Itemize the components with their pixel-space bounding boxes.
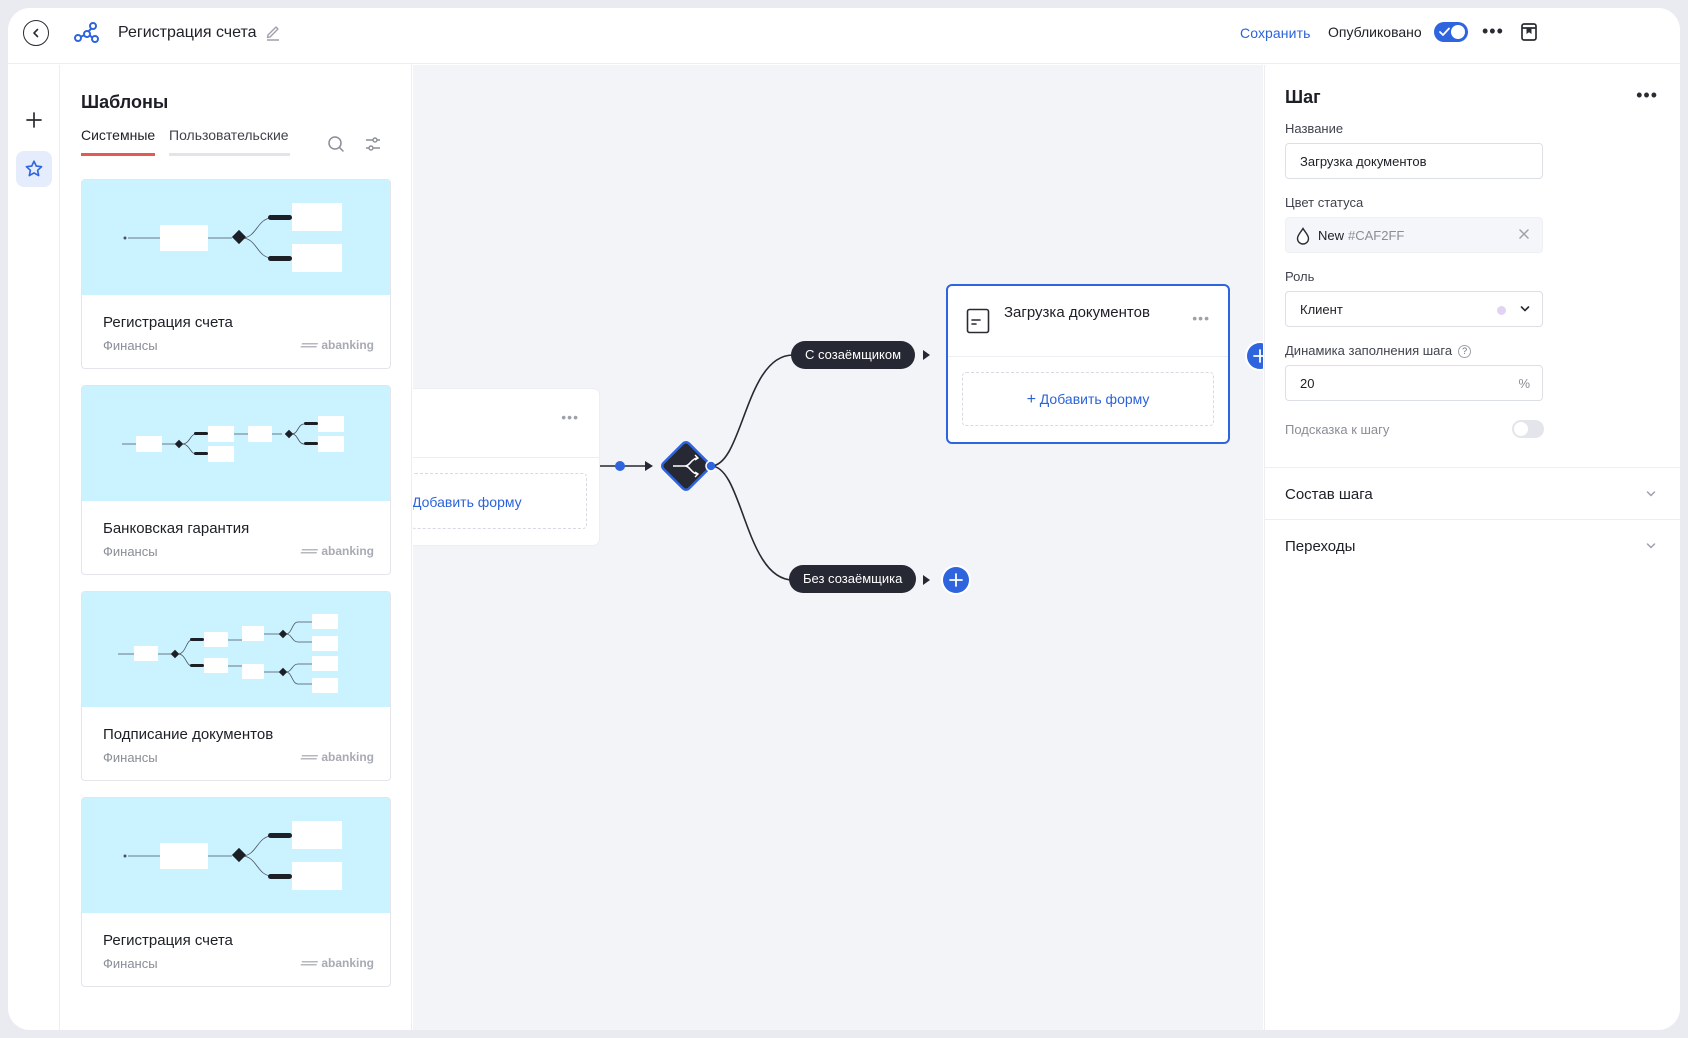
panel-title: Шаг bbox=[1285, 87, 1321, 107]
toggle-knob bbox=[1514, 422, 1528, 436]
plus-icon: + bbox=[1026, 391, 1036, 408]
template-preview bbox=[82, 180, 390, 295]
template-card[interactable]: Банковская гарантия Финансы abanking bbox=[81, 385, 391, 575]
brand-logo: abanking bbox=[301, 338, 374, 352]
check-icon bbox=[1439, 27, 1450, 36]
close-icon[interactable] bbox=[1518, 228, 1530, 240]
branch-label[interactable]: С созаёмщиком bbox=[791, 341, 916, 369]
templates-heading: Шаблоны bbox=[81, 92, 169, 112]
step-card[interactable]: ••• Добавить форму bbox=[413, 389, 599, 545]
section-step-content[interactable]: Состав шага bbox=[1265, 467, 1680, 519]
chevron-down-icon bbox=[1646, 543, 1656, 549]
brand-logo: abanking bbox=[301, 750, 374, 764]
split-node-icon[interactable] bbox=[657, 437, 715, 495]
favorites-button[interactable] bbox=[16, 151, 52, 187]
status-color-field[interactable]: New#CAF2FF bbox=[1285, 217, 1543, 253]
name-value: Загрузка документов bbox=[1300, 154, 1427, 169]
template-title: Регистрация счета bbox=[103, 314, 233, 331]
back-button[interactable] bbox=[23, 20, 49, 46]
flow-canvas[interactable]: ••• Добавить форму С созаёмщиком Без соз… bbox=[413, 65, 1263, 1030]
template-category: Финансы bbox=[103, 956, 158, 971]
hint-toggle[interactable] bbox=[1512, 420, 1544, 438]
app-window: Регистрация счета Сохранить Опубликовано… bbox=[8, 8, 1680, 1030]
connection-lines bbox=[599, 350, 930, 585]
top-bar: Регистрация счета Сохранить Опубликовано… bbox=[8, 8, 1680, 64]
search-icon[interactable] bbox=[327, 135, 345, 153]
form-icon bbox=[966, 308, 990, 334]
role-label: Роль bbox=[1285, 269, 1315, 284]
dynamics-value: 20 bbox=[1300, 376, 1315, 391]
role-color-dot bbox=[1497, 306, 1506, 315]
step-title: Загрузка документов bbox=[1004, 304, 1150, 321]
status-color-label: Цвет статуса bbox=[1285, 195, 1364, 210]
flow-icon bbox=[74, 22, 99, 43]
template-preview bbox=[82, 798, 390, 913]
chevron-down-icon bbox=[1646, 491, 1656, 497]
tab-system[interactable]: Системные bbox=[81, 127, 155, 156]
dynamics-label-text: Динамика заполнения шага bbox=[1285, 343, 1453, 358]
role-select[interactable]: Клиент bbox=[1285, 291, 1543, 327]
name-field[interactable]: Загрузка документов bbox=[1285, 143, 1543, 179]
template-preview bbox=[82, 592, 390, 707]
dynamics-unit: % bbox=[1518, 376, 1530, 391]
section-label: Переходы bbox=[1285, 538, 1356, 555]
save-button[interactable]: Сохранить bbox=[1240, 25, 1311, 41]
more-icon[interactable]: ••• bbox=[1192, 310, 1210, 326]
template-title: Регистрация счета bbox=[103, 932, 233, 949]
add-form-button[interactable]: + Добавить форму bbox=[962, 372, 1214, 426]
add-step-button[interactable] bbox=[943, 567, 969, 593]
role-value: Клиент bbox=[1300, 302, 1343, 317]
published-toggle[interactable] bbox=[1434, 22, 1468, 42]
plus-icon[interactable] bbox=[23, 109, 45, 131]
dynamics-field[interactable]: 20 % bbox=[1285, 365, 1543, 401]
brand-logo: abanking bbox=[301, 544, 374, 558]
templates-panel: Шаблоны Системные Пользовательские bbox=[61, 65, 412, 1030]
template-card[interactable]: Подписание документов Финансы abanking bbox=[81, 591, 391, 781]
drop-icon bbox=[1296, 227, 1310, 245]
dynamics-label: Динамика заполнения шага? bbox=[1285, 343, 1472, 358]
star-icon bbox=[25, 160, 43, 177]
plus-icon bbox=[1253, 349, 1263, 363]
document-title: Регистрация счета bbox=[118, 24, 257, 41]
help-icon[interactable]: ? bbox=[1458, 345, 1472, 358]
brand-logo: abanking bbox=[301, 956, 374, 970]
properties-panel: Шаг ••• Название Загрузка документов Цве… bbox=[1264, 65, 1680, 1030]
more-icon[interactable]: ••• bbox=[1636, 85, 1658, 105]
status-name: New bbox=[1318, 228, 1345, 243]
toggle-knob bbox=[1451, 25, 1465, 39]
chevron-left-icon bbox=[33, 28, 39, 38]
plus-icon bbox=[949, 573, 963, 587]
more-icon[interactable]: ••• bbox=[1482, 21, 1504, 41]
add-form-label: Добавить форму bbox=[1039, 391, 1150, 407]
template-card[interactable]: Регистрация счета Финансы abanking bbox=[81, 797, 391, 987]
tab-custom[interactable]: Пользовательские bbox=[169, 127, 290, 156]
selected-step-card[interactable]: Загрузка документов ••• + Добавить форму bbox=[946, 284, 1230, 444]
template-title: Подписание документов bbox=[103, 726, 274, 743]
template-category: Финансы bbox=[103, 338, 158, 353]
left-rail bbox=[8, 65, 60, 1030]
name-label: Название bbox=[1285, 121, 1344, 136]
branch-label[interactable]: Без созаёмщика bbox=[789, 565, 917, 593]
divider bbox=[948, 356, 1228, 357]
template-category: Финансы bbox=[103, 544, 158, 559]
published-label: Опубликовано bbox=[1328, 24, 1422, 40]
add-step-button[interactable] bbox=[1247, 343, 1263, 369]
template-category: Финансы bbox=[103, 750, 158, 765]
status-hex: #CAF2FF bbox=[1348, 228, 1405, 243]
more-icon[interactable]: ••• bbox=[561, 409, 579, 425]
template-title: Банковская гарантия bbox=[103, 520, 250, 537]
template-preview bbox=[82, 386, 390, 501]
section-label: Состав шага bbox=[1285, 486, 1373, 503]
add-form-button[interactable]: Добавить форму bbox=[413, 473, 587, 529]
chevron-down-icon bbox=[1520, 306, 1530, 312]
section-transitions[interactable]: Переходы bbox=[1265, 519, 1680, 571]
hint-label: Подсказка к шагу bbox=[1285, 422, 1390, 437]
bookmark-icon[interactable] bbox=[1520, 22, 1538, 42]
template-card[interactable]: Регистрация счета Финансы abanking bbox=[81, 179, 391, 369]
divider bbox=[413, 457, 599, 458]
edit-icon[interactable] bbox=[265, 23, 281, 41]
filter-icon[interactable] bbox=[364, 135, 382, 153]
